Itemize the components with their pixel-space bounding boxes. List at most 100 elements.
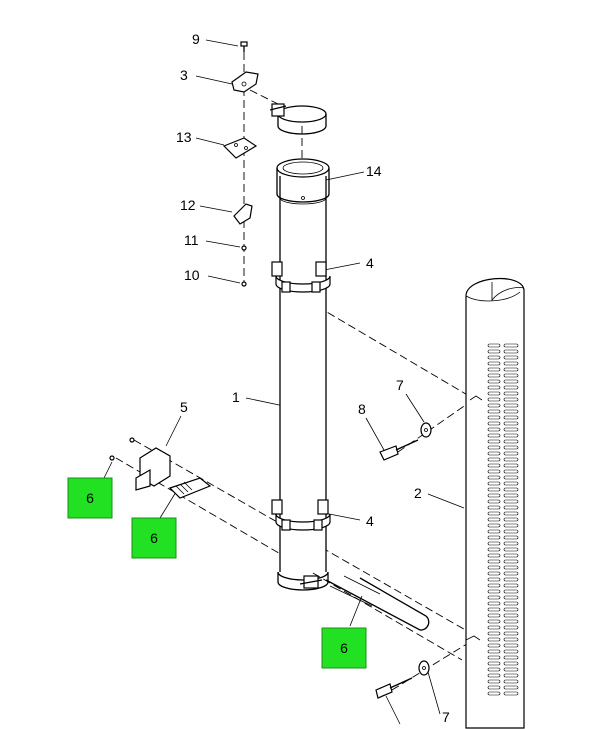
pipe-end-clamp [299, 575, 323, 589]
vent-slot [487, 463, 501, 468]
vent-slot [487, 643, 501, 648]
vent-slot [503, 619, 519, 624]
vent-slot [503, 379, 519, 384]
washer-7-mid [420, 422, 432, 438]
vent-slot [487, 637, 501, 642]
vent-slot [487, 475, 501, 480]
vent-slot [503, 433, 519, 438]
vent-slot [503, 481, 519, 486]
vent-slot [503, 475, 519, 480]
vent-slot [487, 355, 501, 360]
vent-slot [503, 553, 519, 558]
vent-slot [503, 571, 519, 576]
vent-slot [503, 625, 519, 630]
vent-slot [503, 427, 519, 432]
tag-6-right: 6 [321, 627, 367, 669]
vent-slot [503, 403, 519, 408]
vent-slot [487, 595, 501, 600]
vent-slot [503, 673, 519, 678]
callout-3: 3 [180, 67, 188, 83]
bracket-5 [135, 447, 171, 491]
vent-slot [487, 577, 501, 582]
vent-slot [487, 589, 501, 594]
vent-slot [487, 655, 501, 660]
vent-slot [487, 373, 501, 378]
tag-6-right-label: 6 [340, 640, 348, 656]
vent-slot [487, 601, 501, 606]
vent-slot [503, 463, 519, 468]
bracket-3 [231, 71, 259, 93]
vent-slot [487, 421, 501, 426]
tag-6-left-label: 6 [86, 490, 94, 506]
vent-slot [487, 361, 501, 366]
callout-8: 8 [358, 401, 366, 417]
vent-slot [487, 685, 501, 690]
plate-13 [222, 137, 258, 159]
vent-slot [487, 661, 501, 666]
vent-slot [487, 451, 501, 456]
vent-slot [503, 457, 519, 462]
vent-slot [503, 691, 519, 696]
vent-slot [487, 469, 501, 474]
vent-slot [503, 421, 519, 426]
vent-slot [487, 667, 501, 672]
vent-slot [487, 571, 501, 576]
bracket-12 [233, 203, 253, 225]
vent-slot [503, 391, 519, 396]
vent-slot [487, 535, 501, 540]
callout-9: 9 [192, 31, 200, 47]
vent-slot [503, 397, 519, 402]
vent-slot [487, 433, 501, 438]
vent-slot [503, 343, 519, 348]
callout-4-bottom: 4 [366, 513, 374, 529]
vent-slot [487, 349, 501, 354]
vent-slot [503, 487, 519, 492]
vent-slot [503, 355, 519, 360]
vent-slot [487, 499, 501, 504]
vent-slot [487, 343, 501, 348]
vent-slot [503, 409, 519, 414]
vent-slot [503, 679, 519, 684]
vent-slot [503, 613, 519, 618]
callout-10: 10 [184, 267, 200, 283]
vent-slot [503, 559, 519, 564]
vent-slot [503, 499, 519, 504]
heat-shield-2 [465, 277, 525, 729]
callout-labels: 9 3 13 12 11 10 14 4 4 1 5 8 7 2 7 [176, 31, 450, 725]
vent-slot [503, 469, 519, 474]
callout-12: 12 [180, 197, 196, 213]
vent-slot [487, 691, 501, 696]
callout-2: 2 [414, 485, 422, 501]
vent-slot [503, 451, 519, 456]
washer-11 [241, 245, 247, 251]
vent-slot [503, 655, 519, 660]
vent-slot [503, 601, 519, 606]
vent-slot [487, 397, 501, 402]
vent-slot [487, 541, 501, 546]
vent-slot [503, 415, 519, 420]
vent-slot [487, 457, 501, 462]
vent-slot [487, 505, 501, 510]
vent-slot [487, 673, 501, 678]
vent-slot [487, 559, 501, 564]
vent-slot [487, 403, 501, 408]
u-bolt [325, 575, 430, 631]
vent-slot [487, 547, 501, 552]
clamp-4-bottom [271, 499, 331, 531]
vent-slot [487, 517, 501, 522]
bolt-bottom [375, 677, 413, 699]
vent-slot [487, 619, 501, 624]
vent-slot [487, 631, 501, 636]
bolt-9 [240, 41, 248, 52]
vent-slots [487, 343, 519, 696]
vent-slot [487, 487, 501, 492]
tag-6-middle-label: 6 [150, 530, 158, 546]
vent-slot [487, 493, 501, 498]
callout-14: 14 [366, 163, 382, 179]
callout-7-bottom: 7 [442, 709, 450, 725]
tag-6-left: 6 [67, 477, 113, 519]
tag-6-middle: 6 [131, 517, 177, 559]
vent-slot [503, 511, 519, 516]
vent-slot [487, 583, 501, 588]
vent-slot [487, 439, 501, 444]
